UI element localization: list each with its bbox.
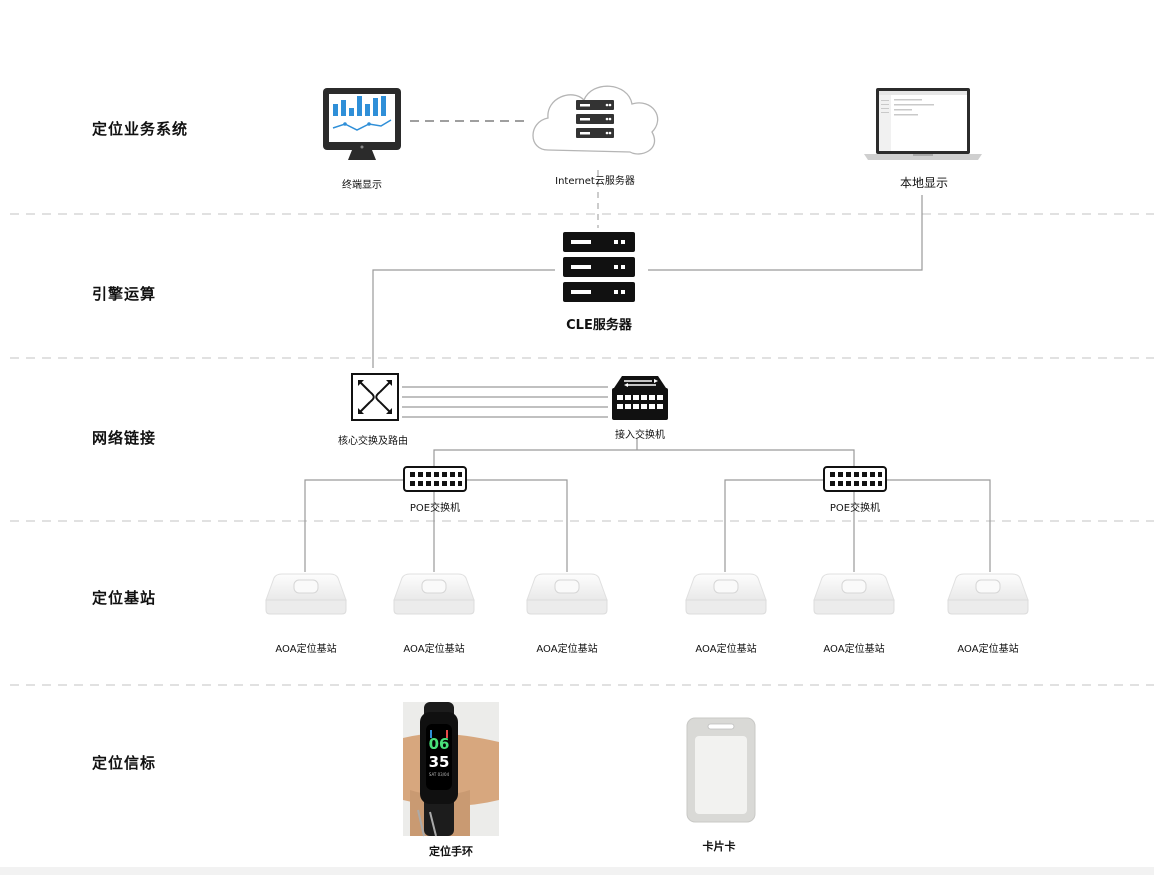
aoa-station-1-label: AOA定位基站 bbox=[275, 644, 337, 655]
aoa-station-4-icon bbox=[685, 573, 767, 615]
aoa-station-1-icon bbox=[265, 573, 347, 615]
cloud-server-label: Internet云服务器 bbox=[555, 176, 635, 187]
cle-core-link bbox=[372, 269, 555, 368]
aoa-station-3-icon bbox=[526, 573, 608, 615]
aoa-station-2-icon bbox=[393, 573, 475, 615]
access-poe-bus bbox=[433, 449, 855, 467]
aoa-station-6-label: AOA定位基站 bbox=[957, 644, 1019, 655]
layer-label-station: 定位基站 bbox=[92, 589, 157, 607]
aoa-station-2-label: AOA定位基站 bbox=[403, 644, 465, 655]
core-switch-icon bbox=[351, 373, 399, 421]
cloud-server-icon bbox=[532, 85, 659, 155]
monitor-icon bbox=[323, 88, 401, 160]
terminal-display-label: 终端显示 bbox=[342, 180, 382, 191]
local-display-label: 本地显示 bbox=[899, 176, 948, 190]
core-switch-label: 核心交换及路由 bbox=[338, 436, 408, 447]
wristband-date: SAT 03/04 bbox=[429, 772, 450, 777]
aoa-station-3-label: AOA定位基站 bbox=[536, 644, 598, 655]
card-tag-icon bbox=[686, 717, 756, 823]
cle-local-link bbox=[648, 195, 923, 271]
wristband-minute: 35 bbox=[429, 753, 450, 771]
poe-switch-left-icon bbox=[403, 466, 467, 492]
card-label: 卡片卡 bbox=[702, 840, 736, 853]
aoa-station-5-label: AOA定位基站 bbox=[823, 644, 885, 655]
layer-label-network: 网络链接 bbox=[92, 429, 157, 447]
layer-label-engine: 引擎运算 bbox=[92, 285, 157, 303]
aoa-station-6-icon bbox=[947, 573, 1029, 615]
cle-server-icon bbox=[563, 232, 635, 302]
layer-label-business: 定位业务系统 bbox=[92, 120, 189, 138]
poe-switch-left-label: POE交换机 bbox=[409, 503, 461, 514]
bottom-strip bbox=[0, 867, 1154, 875]
connection-lines bbox=[304, 120, 991, 572]
wristband-photo: 06 35 SAT 03/04 bbox=[403, 702, 499, 837]
cle-server-label: CLE服务器 bbox=[566, 318, 632, 333]
access-switch-icon bbox=[612, 376, 668, 420]
wristband-label: 定位手环 bbox=[429, 845, 473, 858]
laptop-icon bbox=[864, 88, 982, 160]
aoa-station-5-icon bbox=[813, 573, 895, 615]
poe-switch-right-icon bbox=[823, 466, 887, 492]
poe-switch-right-label: POE交换机 bbox=[829, 503, 881, 514]
access-switch-label: 接入交换机 bbox=[615, 430, 665, 441]
layer-label-beacon: 定位信标 bbox=[92, 754, 157, 772]
wristband-hour: 06 bbox=[429, 735, 450, 753]
aoa-station-4-label: AOA定位基站 bbox=[695, 644, 757, 655]
